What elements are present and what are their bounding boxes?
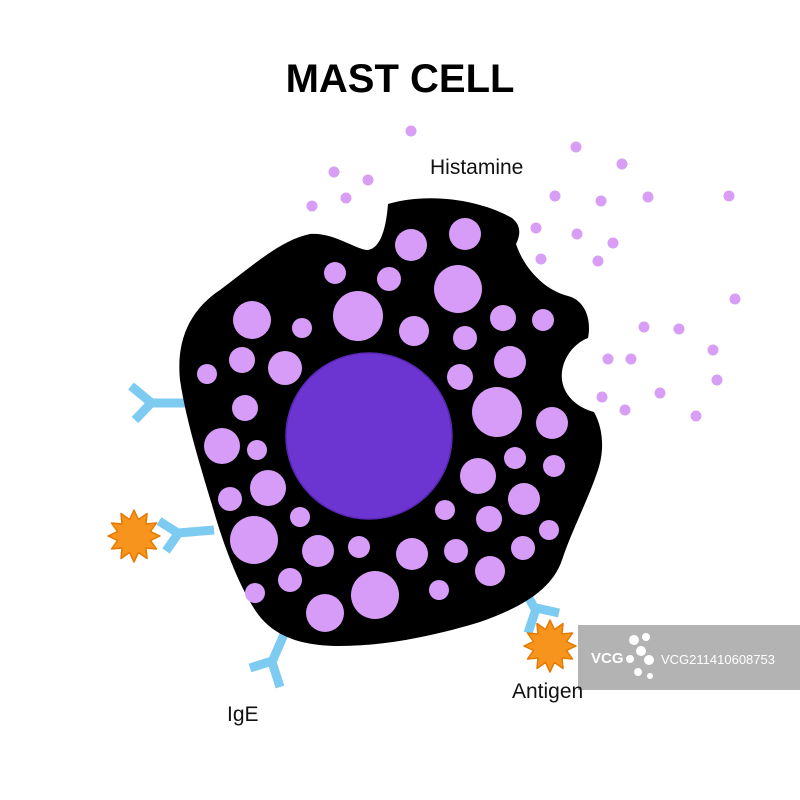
granule — [197, 364, 217, 384]
granule — [447, 364, 473, 390]
histamine-molecule — [673, 323, 685, 335]
granule — [475, 556, 505, 586]
granule — [494, 346, 526, 378]
watermark-box — [578, 625, 800, 690]
histamine-molecule — [607, 237, 619, 249]
histamine-molecule — [571, 228, 583, 240]
granule — [302, 535, 334, 567]
histamine-molecule — [595, 195, 607, 207]
granule — [232, 395, 258, 421]
histamine-molecule — [535, 253, 547, 265]
granule — [543, 455, 565, 477]
granule — [324, 262, 346, 284]
granule — [230, 516, 278, 564]
antigen — [107, 509, 161, 563]
granule — [348, 536, 370, 558]
histamine-molecule — [619, 404, 631, 416]
granule — [453, 326, 477, 350]
granule — [532, 309, 554, 331]
granule — [233, 301, 271, 339]
histamine-cluster — [306, 125, 741, 422]
watermark-brand: VCG — [591, 650, 624, 667]
histamine-molecule — [592, 255, 604, 267]
ige-antibody-left-upper — [128, 382, 186, 424]
granule — [536, 407, 568, 439]
histamine-molecule — [638, 321, 650, 333]
histamine-molecule — [654, 387, 666, 399]
granule — [333, 291, 383, 341]
granule — [250, 470, 286, 506]
granule — [490, 305, 516, 331]
histamine-molecule — [549, 190, 561, 202]
granule — [472, 387, 522, 437]
granule — [511, 536, 535, 560]
granule — [429, 580, 449, 600]
label-ige: IgE — [227, 703, 259, 726]
histamine-molecule — [306, 200, 318, 212]
histamine-molecule — [723, 190, 735, 202]
granule — [476, 506, 502, 532]
histamine-molecule — [405, 125, 417, 137]
granule — [204, 428, 240, 464]
ige-antibody-left-lower — [156, 517, 215, 554]
granule — [395, 229, 427, 261]
histamine-molecule — [707, 344, 719, 356]
granule — [278, 568, 302, 592]
granule — [268, 351, 302, 385]
watermark: VCG VCG211410608753 — [578, 625, 800, 690]
granule — [435, 500, 455, 520]
ige-antibody-bottom — [248, 630, 290, 689]
histamine-molecule — [328, 166, 340, 178]
label-histamine: Histamine — [430, 156, 523, 179]
granule — [434, 265, 482, 313]
antigen — [523, 619, 577, 673]
granule — [449, 218, 481, 250]
granule — [290, 507, 310, 527]
granule — [245, 583, 265, 603]
nucleus — [285, 352, 453, 520]
granule — [444, 539, 468, 563]
antigens — [107, 509, 577, 673]
granule — [306, 594, 344, 632]
granule — [218, 487, 242, 511]
histamine-molecule — [530, 222, 542, 234]
ige-antibodies — [128, 382, 560, 689]
histamine-molecule — [602, 353, 614, 365]
histamine-molecule — [616, 158, 628, 170]
histamine-molecule — [711, 374, 723, 386]
histamine-molecule — [625, 353, 637, 365]
granule — [351, 571, 399, 619]
histamine-molecule — [690, 410, 702, 422]
granule — [396, 538, 428, 570]
diagram-title: MAST CELL — [286, 57, 515, 101]
histamine-molecule — [729, 293, 741, 305]
granule — [504, 447, 526, 469]
cytoplasmic-granules — [197, 218, 568, 632]
histamine-molecule — [596, 391, 608, 403]
histamine-molecule — [362, 174, 374, 186]
vcg-logo-icon — [626, 633, 654, 679]
granule — [247, 440, 267, 460]
granule — [539, 520, 559, 540]
granule — [229, 347, 255, 373]
granule — [508, 483, 540, 515]
label-antigen: Antigen — [512, 680, 583, 703]
histamine-molecule — [642, 191, 654, 203]
granule — [460, 458, 496, 494]
granule — [399, 316, 429, 346]
watermark-code: VCG211410608753 — [661, 652, 775, 667]
histamine-molecule — [340, 192, 352, 204]
histamine-molecule — [570, 141, 582, 153]
granule — [377, 267, 401, 291]
granule — [292, 318, 312, 338]
